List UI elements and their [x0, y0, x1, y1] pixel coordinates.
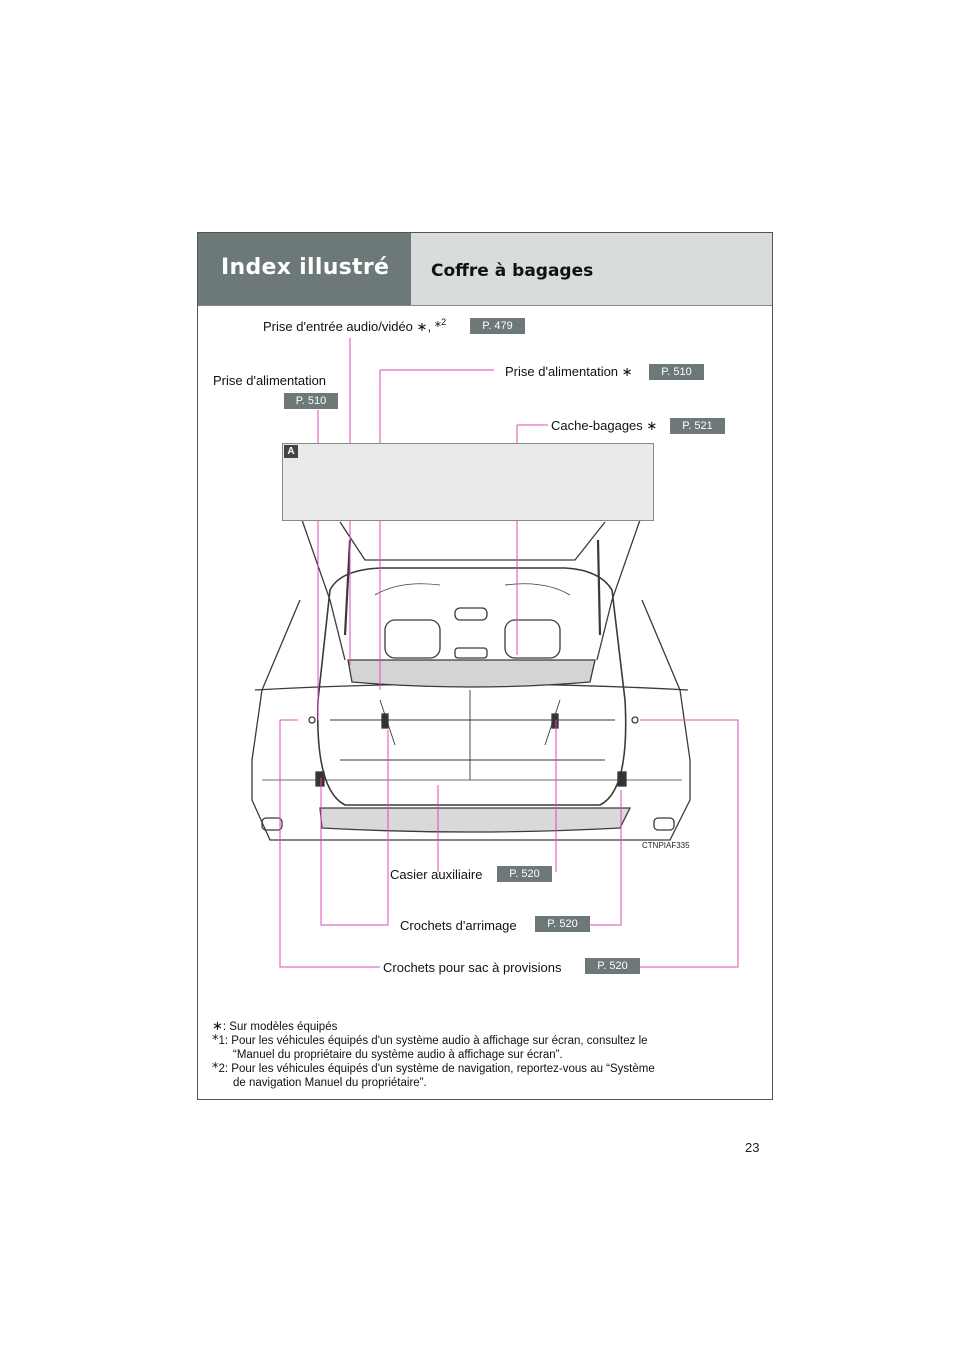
label-audio-input: Prise d'entrée audio/vidéo ∗, *2 [263, 317, 447, 335]
label-tonneau-cover: Cache-bagages ∗ [551, 418, 658, 434]
header-divider [198, 305, 772, 306]
label-grocery-hooks: Crochets pour sac à provisions [383, 960, 562, 975]
label-aux-box: Casier auxiliaire [390, 867, 483, 882]
page-ref-tonneau-cover[interactable]: P. 521 [670, 418, 725, 434]
label-power-outlet-left: Prise d'alimentation [213, 373, 327, 388]
footnote-1-cont: “Manuel du propriétaire du système audio… [233, 1049, 563, 1061]
callout-box [282, 443, 654, 521]
leader-lines [279, 338, 739, 968]
page-number: 23 [745, 1140, 760, 1155]
section-tab: Index illustré [198, 233, 411, 305]
footnote-2-cont: de navigation Manuel du propriétaire”. [233, 1077, 427, 1089]
footnote-equipped: ∗: Sur modèles équipés [212, 1019, 338, 1034]
label-power-outlet-right: Prise d'alimentation ∗ [505, 364, 633, 380]
footnotes: ∗: Sur modèles équipés *1: Pour les véhi… [212, 1020, 655, 1090]
page-ref-power-outlet-left[interactable]: P. 510 [284, 393, 338, 409]
label-tie-down-hooks: Crochets d'arrimage [400, 918, 517, 933]
page-ref-audio-input[interactable]: P. 479 [470, 318, 525, 334]
page-ref-grocery-hooks[interactable]: P. 520 [585, 958, 640, 974]
footnote-2: *2: Pour les véhicules équipés d'un syst… [212, 1061, 655, 1076]
page-frame [197, 232, 773, 1100]
image-code: CTNPIAF335 [642, 841, 690, 850]
page-ref-aux-box[interactable]: P. 520 [497, 866, 552, 882]
page-title: Coffre à bagages [431, 261, 594, 281]
callout-letter-a: A [284, 445, 298, 458]
vehicle-rear-drawing [251, 511, 691, 841]
page-title-bar: Coffre à bagages [411, 233, 772, 305]
section-title: Index illustré [221, 255, 390, 280]
footnote-1: *1: Pour les véhicules équipés d'un syst… [212, 1033, 648, 1048]
page-ref-tie-down-hooks[interactable]: P. 520 [535, 916, 590, 932]
page-ref-power-outlet-right[interactable]: P. 510 [649, 364, 704, 380]
